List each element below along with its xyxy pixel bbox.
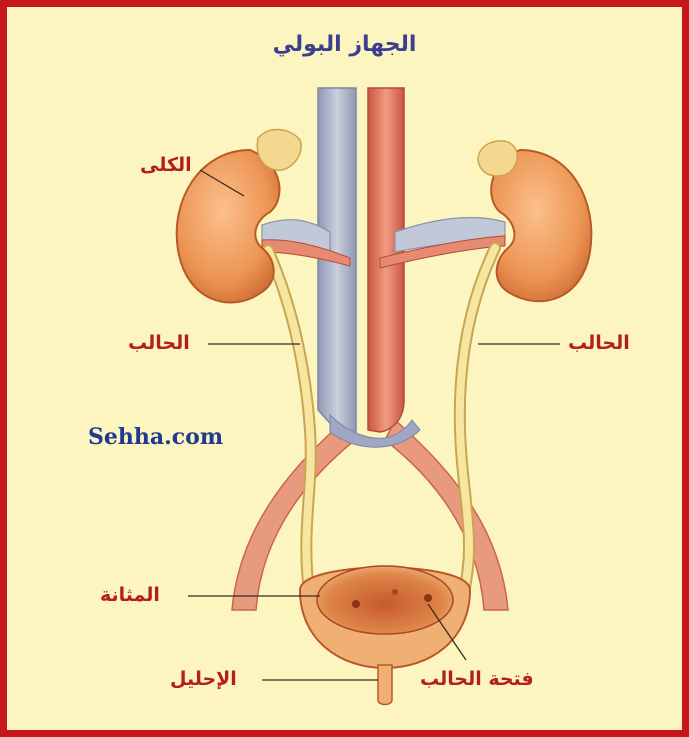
label-kidneys: الكلى [140, 154, 192, 176]
urethra-tube [378, 665, 392, 705]
label-urethra: الإحليل [170, 668, 237, 690]
bladder [300, 566, 470, 668]
label-ureter-left: الحالب [128, 332, 190, 354]
label-ureter-opening: فتحة الحالب [420, 668, 534, 690]
label-ureter-right: الحالب [568, 332, 630, 354]
diagram-title: الجهاز البولي [0, 32, 689, 57]
label-bladder: المثانة [100, 584, 160, 606]
watermark-text: Sehha.com [88, 424, 223, 450]
